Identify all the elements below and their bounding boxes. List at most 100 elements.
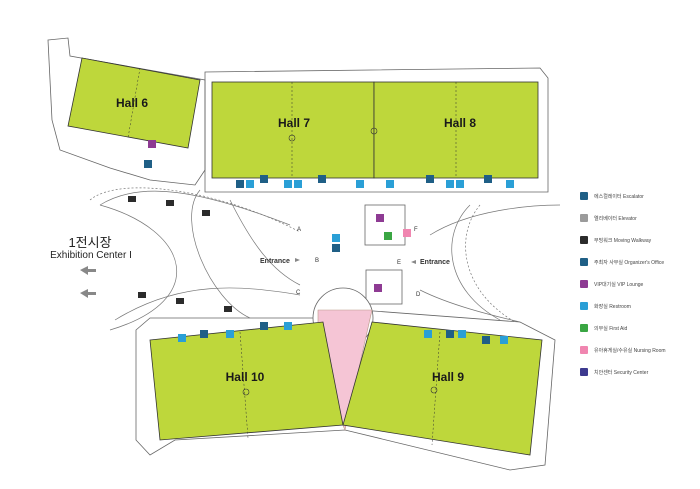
legend-label: 의무실 First Aid [594,325,628,332]
entrance-right-label: Entrance [420,259,450,266]
gate-e: E [397,260,401,266]
arrow-left-icon-2 [80,289,96,298]
vip-lounge-icon [376,214,384,222]
hall9-divider [431,331,441,446]
hall-9-label: Hall 9 [432,370,464,384]
organizer-office-icon [580,258,588,266]
legend-label: 화장실 Restroom [594,303,631,310]
escalator-icon [260,175,268,183]
gate-d: D [416,292,421,298]
marker-hall7 [288,134,296,142]
east-curve-lower [419,289,521,323]
legend-item-security-center: 치안센터 Security Center [580,366,648,378]
escalator-icon [318,175,326,183]
legend-item-nursing-room: 유아휴게실/수유실 Nursing Room [580,344,666,356]
outline-hall6-wing [47,37,206,186]
restroom-icon [178,334,186,342]
west-curve-lower [114,287,301,321]
restroom-icon [332,234,340,242]
restroom-icon [424,330,432,338]
restroom-icon [356,180,364,188]
facility-icons-south [178,322,508,344]
legend-item-restroom: 화장실 Restroom [580,300,631,312]
restroom-icon [458,330,466,338]
restroom-icon [284,322,292,330]
escalator-icon [200,330,208,338]
west-curve-mid [89,187,301,233]
central-building-south [365,269,403,305]
escalator-icon [236,180,244,188]
east-curve-upper [429,204,561,236]
vip-lounge-icon [374,284,382,292]
hall-7-label: Hall 7 [278,116,310,130]
east-arc-1 [451,204,501,321]
gate-b: B [315,258,319,264]
moving-walkway-icon [138,292,146,298]
moving-walkway-icons [128,196,232,312]
entrance-right-arrow-icon [411,260,416,264]
west-curve-upper [99,190,291,226]
legend-item-moving-walkway: 무빙워크 Moving Walkway [580,234,651,246]
outline-north-block [204,67,549,193]
hall-10-label: Hall 10 [226,370,265,384]
legend-label: 무빙워크 Moving Walkway [594,237,652,244]
entrance-left-arrow-icon [295,258,300,262]
west-lobe [99,204,178,331]
restroom-icon [386,180,394,188]
elevator-icon [580,214,588,222]
nursing-room-icon [580,346,588,354]
escalator-icon [332,244,340,252]
moving-walkway-icon [224,306,232,312]
restroom-icon [226,330,234,338]
west-arc [191,189,251,319]
marker-hall10 [242,388,250,396]
gate-a: A [297,227,301,233]
legend-item-escalator: 에스컬레이터 Escalator [580,190,644,202]
legend-item-vip-lounge: VIP대기실 VIP Lounge [580,278,643,290]
legend-label: 엘리베이터 Elevator [594,215,637,222]
escalator-icon [446,330,454,338]
escalator-icon [484,175,492,183]
legend-label: 유아휴게실/수유실 Nursing Room [594,347,666,354]
moving-walkway-icon [176,298,184,304]
escalator-icon [260,322,268,330]
facility-icons-center [332,214,411,292]
moving-walkway-icon [202,210,210,216]
first-aid-icon [580,324,588,332]
restroom-icon [284,180,292,188]
gate-f: F [414,227,418,233]
security-center-icon [580,368,588,376]
restroom-icon [500,336,508,344]
moving-walkway-icon [580,236,588,244]
vip-lounge-icon [148,140,156,148]
exhibition-center-english: Exhibition Center I [50,250,132,261]
first-aid-icon [384,232,392,240]
restroom-icon [506,180,514,188]
marker-hall8-left [370,127,378,135]
hall-7 [211,81,375,179]
hall-9 [342,321,543,456]
arrow-left-icon-1 [80,266,96,275]
hall-8-label: Hall 8 [444,116,476,130]
legend-label: 치안센터 Security Center [594,369,649,376]
escalator-icon [144,160,152,168]
hall10-divider [239,331,249,439]
vip-lounge-icon [580,280,588,288]
marker-hall9 [430,386,438,394]
east-arc-2 [465,204,516,323]
hall-6-label: Hall 6 [116,96,148,110]
restroom-icon [246,180,254,188]
entrance-bracket-left [229,199,301,286]
restroom-icon [446,180,454,188]
legend-label: 에스컬레이터 Escalator [594,193,644,200]
escalator-icon [426,175,434,183]
moving-walkway-icon [166,200,174,206]
nursing-room-icon [403,229,411,237]
facility-icons-north [144,140,514,188]
escalator-icon [482,336,490,344]
exhibition-center-korean: 1전시장 [68,235,112,250]
legend-label: VIP대기실 VIP Lounge [594,281,644,288]
entrance-left-label: Entrance [260,258,290,265]
restroom-icon [456,180,464,188]
